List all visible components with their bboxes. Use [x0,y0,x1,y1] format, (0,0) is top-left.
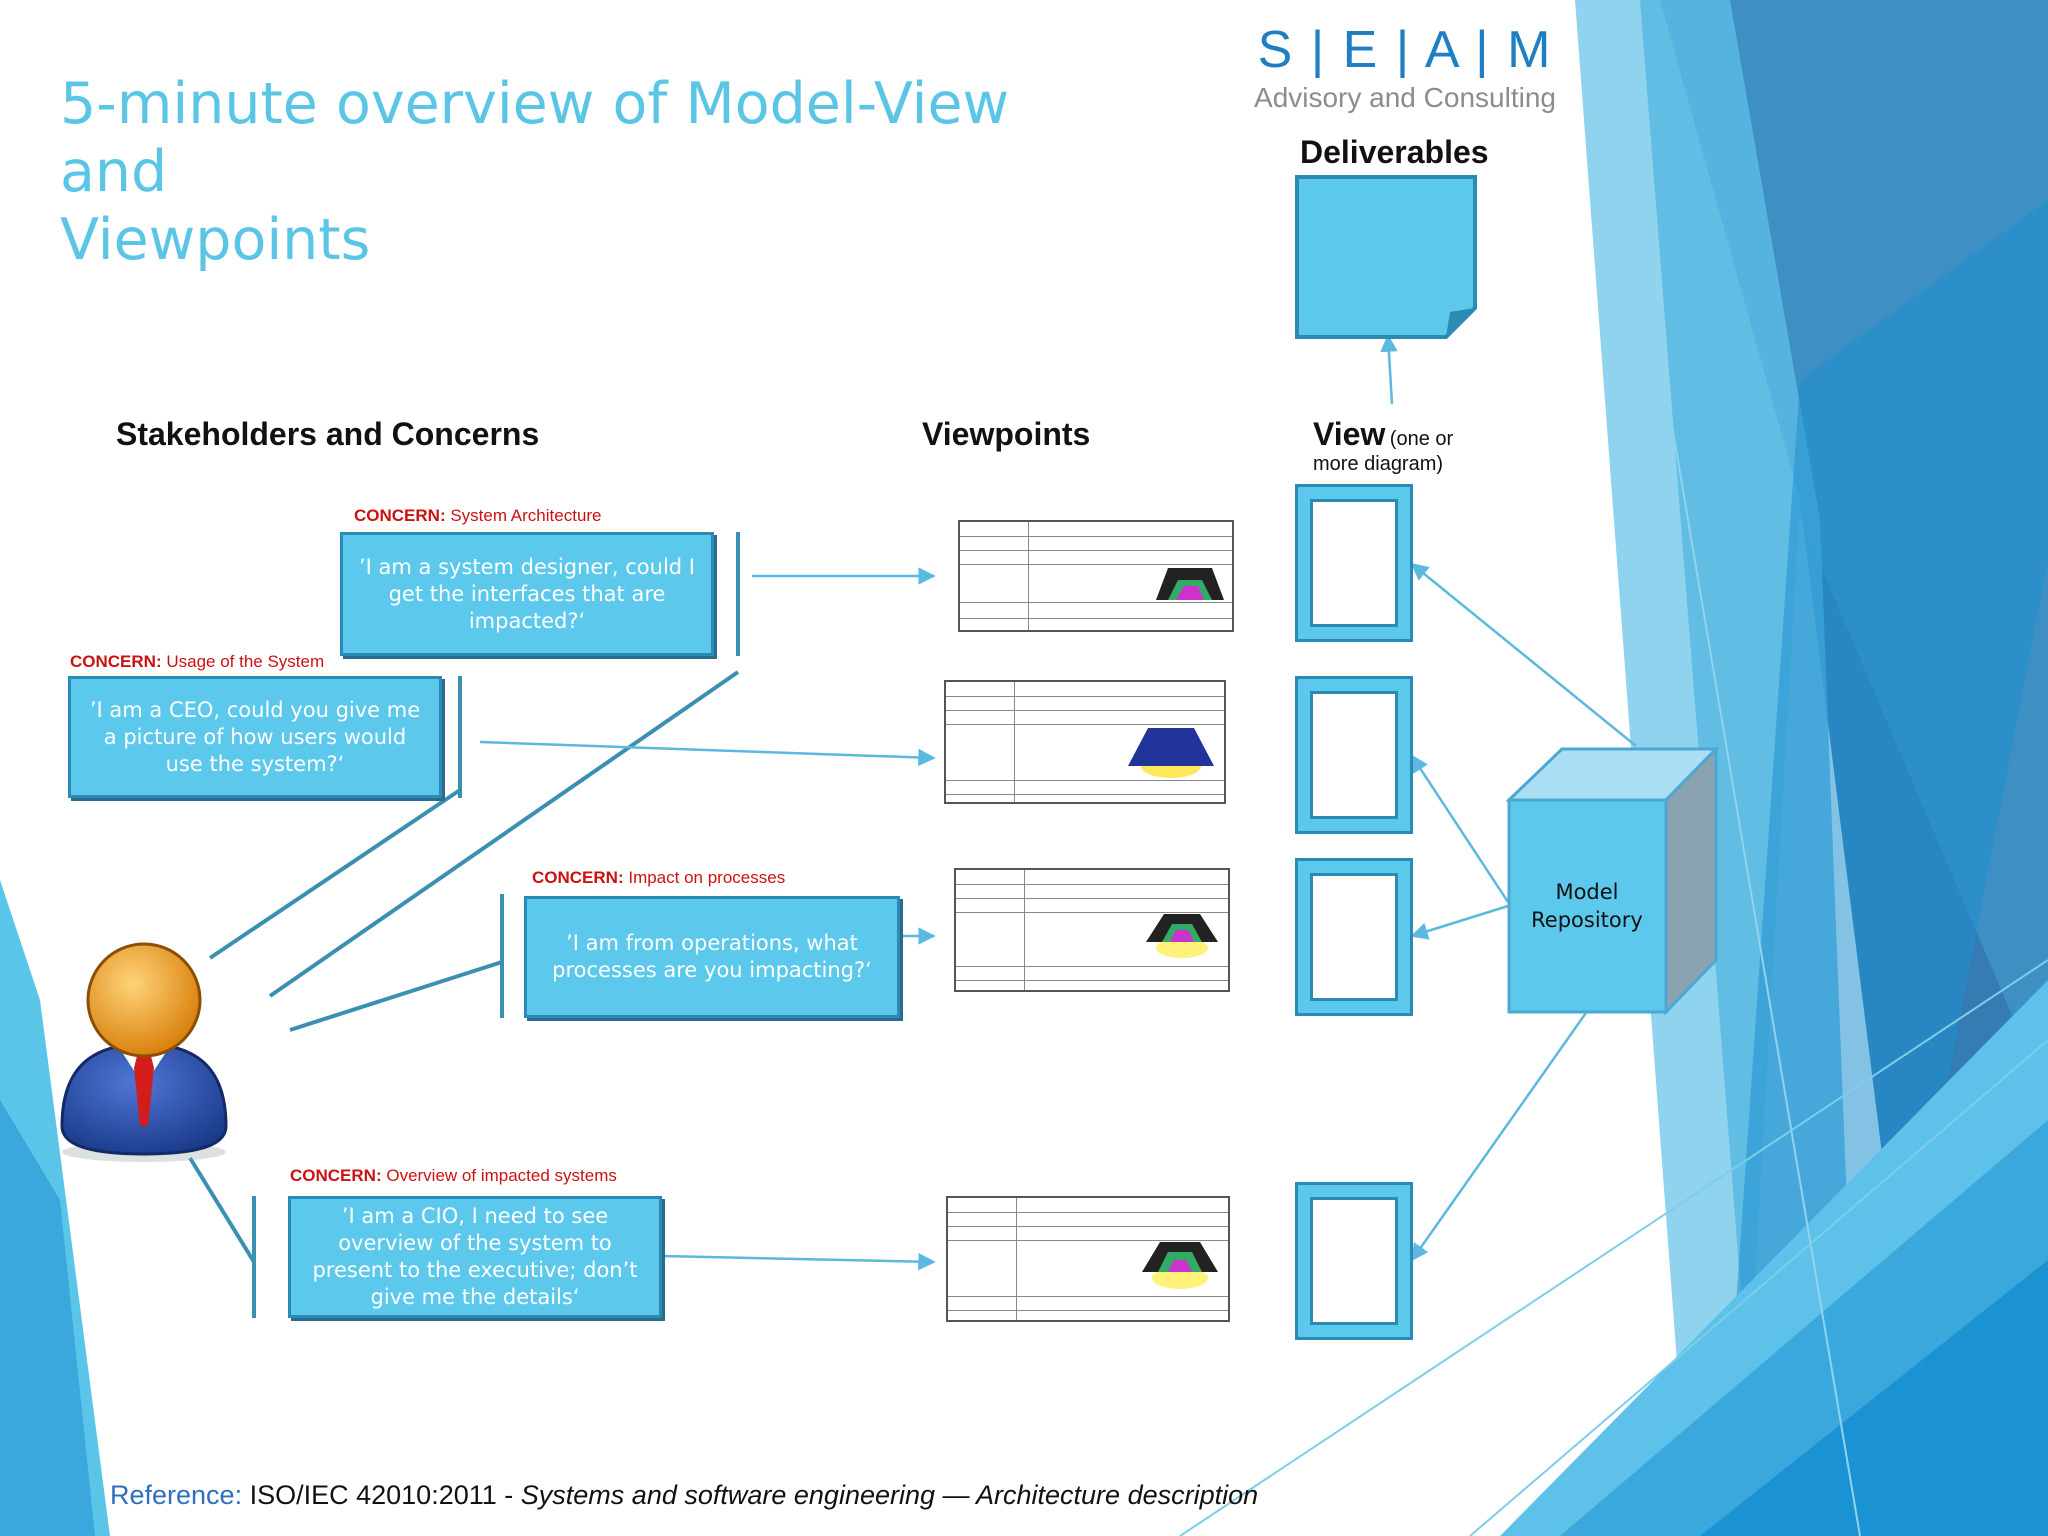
concern-prefix: CONCERN: [354,506,446,525]
concern-label-3: CONCERN: Impact on processes [532,868,785,888]
reference-title: Systems and software engineering — Archi… [520,1480,1259,1510]
slide-title-line-1: 5-minute overview of Model-View and [60,71,1010,205]
concern-prefix: CONCERN: [532,868,624,887]
view-diagram-2 [1295,676,1413,834]
deliverables-heading: Deliverables [1300,134,1489,170]
view-diagram-4 [1295,1182,1413,1340]
reference-footer: Reference: ISO/IEC 42010:2011 - Systems … [110,1480,1258,1511]
view-diagram-1 [1295,484,1413,642]
view-diagram-3 [1295,858,1413,1016]
viewpoint-pyramid-icon [1156,568,1224,600]
concern-label-1: CONCERN: System Architecture [354,506,602,526]
deliverable-document-icon [1295,175,1477,339]
stakeholders-heading: Stakeholders and Concerns [116,416,540,452]
viewpoints-heading: Viewpoints [922,416,1091,452]
reference-standard: ISO/IEC 42010:2011 - [249,1480,514,1510]
slide-title: 5-minute overview of Model-View and View… [60,70,1060,274]
model-repository-cube-icon [1506,746,1720,1016]
viewpoint-pyramid-icon [1128,728,1214,778]
viewpoint-document-3 [954,868,1230,992]
concern-label-2: CONCERN: Usage of the System [70,652,324,672]
concern-topic: System Architecture [450,506,602,525]
concern-topic: Overview of impacted systems [386,1166,617,1185]
view-heading-note: (one or more diagram) [1313,428,1454,475]
concern-prefix: CONCERN: [290,1166,382,1185]
concern-box-1: ’I am a system designer, could I get the… [340,532,714,656]
slide-title-line-2: Viewpoints [60,207,371,273]
concern-label-4: CONCERN: Overview of impacted systems [290,1166,617,1186]
viewpoint-document-1 [958,520,1234,632]
viewpoint-pyramid-icon [1142,1242,1218,1289]
concern-box-2: ’I am a CEO, could you give me a picture… [68,676,442,798]
concern-topic: Usage of the System [166,652,325,671]
seam-logo: S | E | A | M [1257,21,1553,79]
concern-box-3: ’I am from operations, what processes ar… [524,896,900,1018]
viewpoint-document-4 [946,1196,1230,1322]
viewpoint-document-2 [944,680,1226,804]
reference-label: Reference: [110,1480,243,1510]
view-heading-label: View [1313,416,1386,452]
view-heading: View (one or more diagram) [1313,416,1493,476]
stakeholder-person-icon [60,942,228,1162]
seam-logo-subtitle: Advisory and Consulting [1254,82,1556,113]
model-repository-label: Model Repository [1531,880,1643,932]
concern-prefix: CONCERN: [70,652,162,671]
viewpoint-pyramid-icon [1146,914,1218,958]
concern-topic: Impact on processes [628,868,786,887]
concern-box-4: ’I am a CIO, I need to see overview of t… [288,1196,662,1318]
